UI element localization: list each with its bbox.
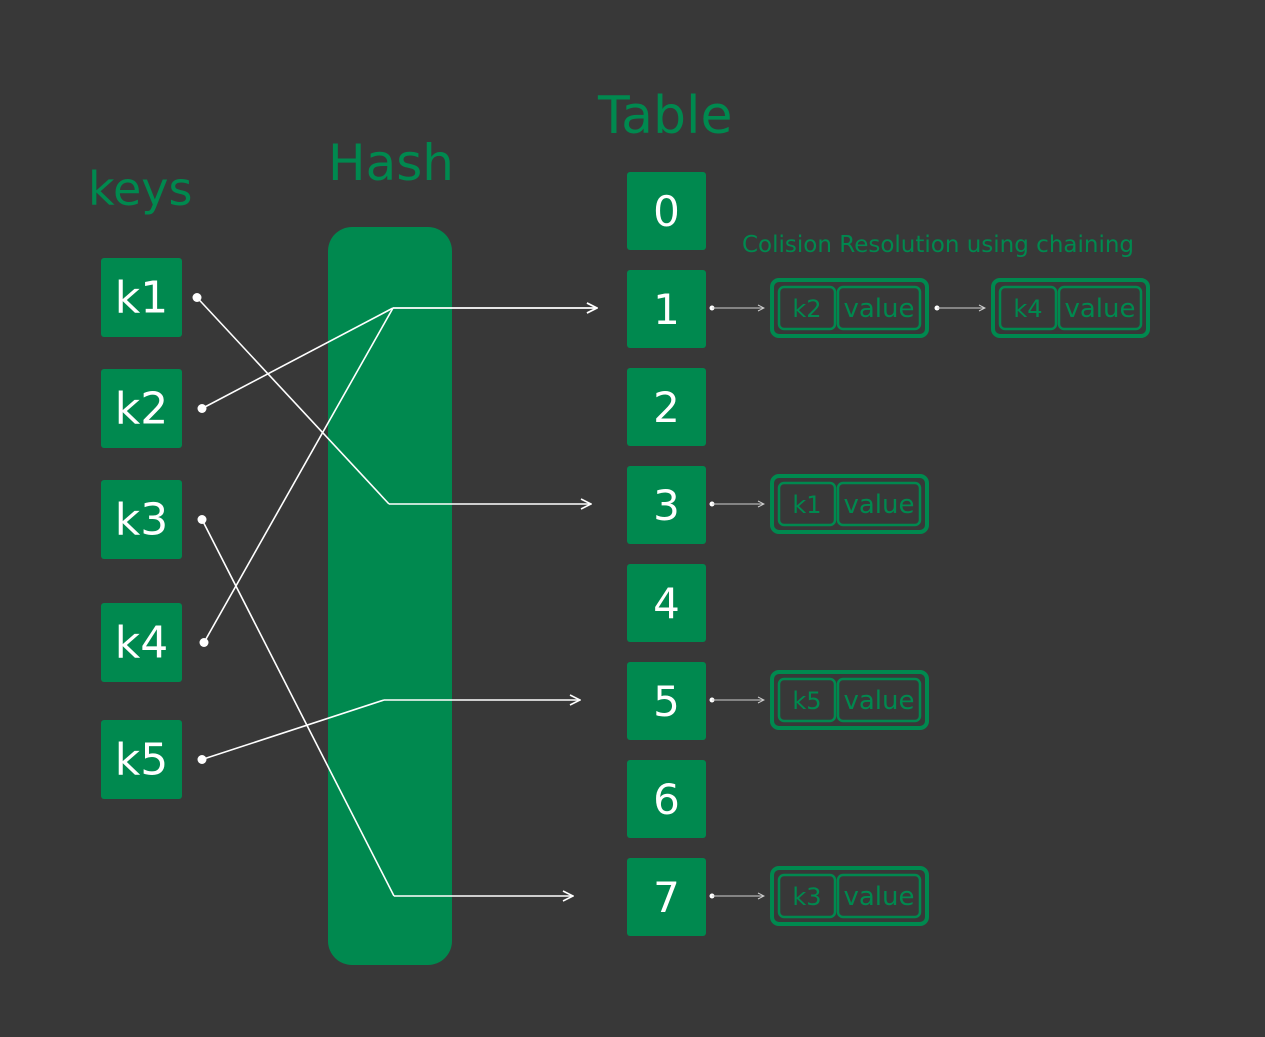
chain-node-frame [991, 278, 1150, 338]
chain-node-value: value [843, 294, 914, 324]
table-slot-5 [627, 662, 706, 740]
key-connector-dot [192, 293, 202, 302]
table-slot-1 [627, 270, 706, 348]
chain-node-key-cell [777, 285, 837, 331]
chain-node-value-cell [836, 873, 922, 919]
chain-node-value-cell [836, 677, 922, 723]
key-box-k4 [101, 603, 182, 682]
chain-node-frame [770, 670, 929, 730]
table-slot-2 [627, 368, 706, 446]
chain-node-key: k2 [792, 295, 821, 323]
chain-node-value: value [1064, 294, 1135, 324]
hash-function-bar [328, 227, 452, 965]
chain-node-frame [770, 866, 929, 926]
chain-slot-3: k1 value [709, 474, 929, 534]
key-box-k5 [101, 720, 182, 799]
table-slot-label: 3 [653, 481, 680, 530]
mapping-k1-to-3 [192, 293, 592, 505]
chain-node-k4: k4 value [991, 278, 1150, 338]
key-connector-dot [197, 515, 207, 524]
hash-title: Hash [328, 134, 454, 192]
table-slot-label: 6 [653, 775, 680, 824]
key-label: k5 [115, 735, 168, 786]
chain-node-value: value [843, 882, 914, 912]
hash-mappings [192, 293, 598, 897]
table-slot-6 [627, 760, 706, 838]
key-box-k3 [101, 480, 182, 559]
mapping-line [201, 307, 394, 410]
chain-node-key-cell [777, 677, 837, 723]
mapping-line [196, 296, 390, 505]
chain-node-k1: k1 value [770, 474, 929, 534]
table-title: Table [597, 86, 732, 146]
chain-slot-7: k3 value [709, 866, 929, 926]
chain-slot-1: k2 value k4 value [709, 278, 1150, 338]
mapping-k5-to-5 [197, 699, 581, 764]
key-box-k2 [101, 369, 182, 448]
chain-slot-5: k5 value [709, 670, 929, 730]
chain-node-key-cell [777, 481, 837, 527]
table-slot-label: 1 [653, 285, 680, 334]
mapping-line [201, 519, 395, 897]
mapping-line [203, 307, 394, 643]
mapping-k4-to-1 [199, 307, 598, 647]
table-slot-label: 4 [653, 579, 680, 628]
chain-node-value-cell [836, 285, 922, 331]
chain-node-key: k5 [792, 687, 821, 715]
key-connector-dot [197, 404, 207, 413]
key-connector-dot [197, 755, 207, 764]
table-slot-label: 2 [653, 383, 680, 432]
chain-node-key-cell [777, 873, 837, 919]
table-column: 0 1 2 3 4 5 6 7 [627, 172, 706, 936]
chain-node-frame [770, 278, 929, 338]
key-box-k1 [101, 258, 182, 337]
mapping-k3-to-7 [197, 515, 574, 897]
table-slot-label: 7 [653, 873, 680, 922]
table-slot-label: 0 [653, 187, 680, 236]
chain-node-key-cell [998, 285, 1058, 331]
chain-node-k2: k2 value [770, 278, 929, 338]
chaining-note: Colision Resolution using chaining [742, 232, 1134, 258]
table-slot-3 [627, 466, 706, 544]
key-label: k4 [115, 618, 168, 669]
chain-node-k5: k5 value [770, 670, 929, 730]
key-label: k2 [115, 384, 168, 435]
key-label: k3 [115, 495, 168, 546]
chain-node-value: value [843, 686, 914, 716]
key-connector-dot [199, 638, 209, 647]
chain-node-key: k3 [792, 883, 821, 911]
collision-chains: k2 value k4 value k1 value k5 value k3 value [709, 278, 1150, 926]
chain-node-k3: k3 value [770, 866, 929, 926]
table-slot-label: 5 [653, 677, 680, 726]
chain-node-value: value [843, 490, 914, 520]
chain-node-frame [770, 474, 929, 534]
key-label: k1 [115, 273, 168, 324]
chain-node-value-cell [836, 481, 922, 527]
keys-column: k1 k2 k3 k4 k5 [101, 258, 182, 799]
table-slot-0 [627, 172, 706, 250]
keys-title: keys [88, 162, 193, 216]
chain-node-key: k4 [1013, 295, 1042, 323]
mapping-line [201, 699, 385, 761]
table-slot-4 [627, 564, 706, 642]
chain-node-value-cell [1057, 285, 1143, 331]
chain-node-key: k1 [792, 491, 821, 519]
table-slot-7 [627, 858, 706, 936]
